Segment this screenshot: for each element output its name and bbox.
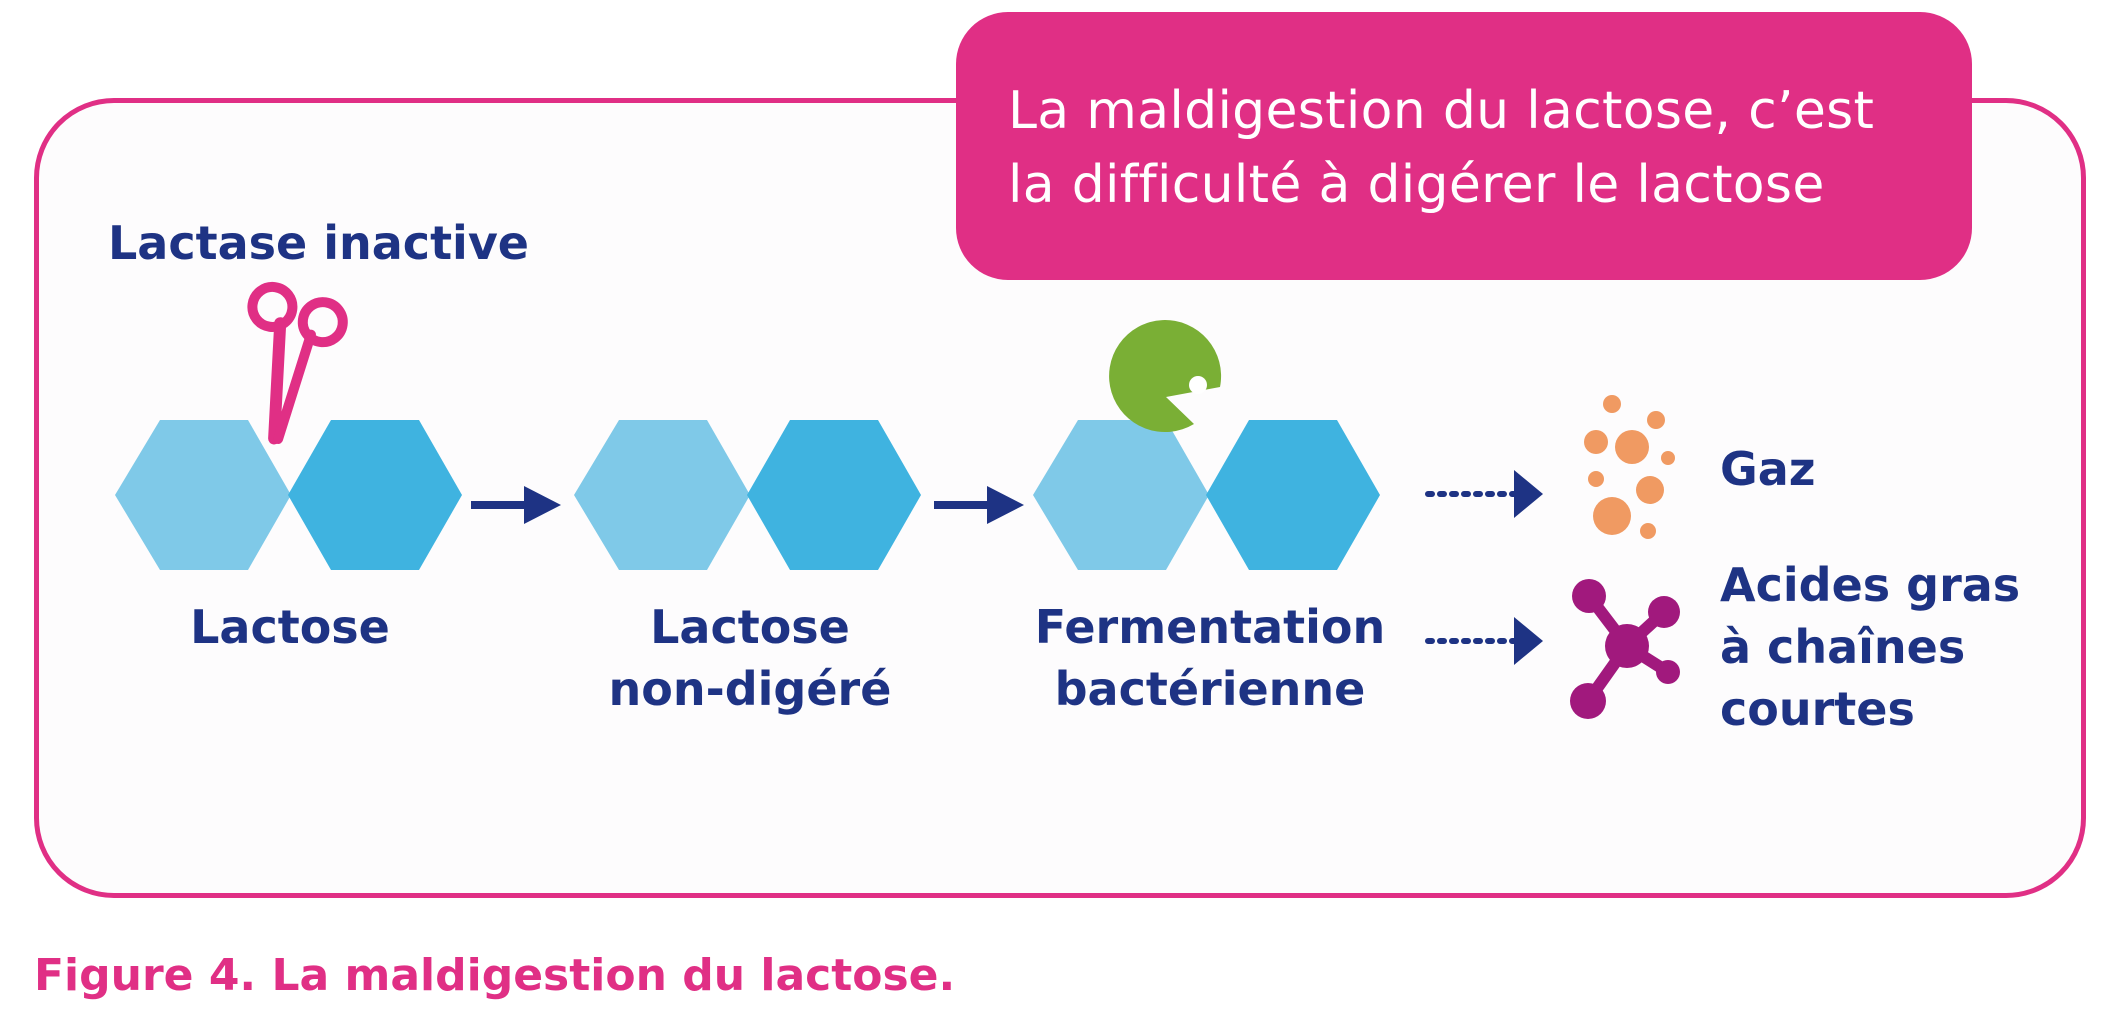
bacteria-pacman-icon xyxy=(1109,320,1222,433)
molecule-icon xyxy=(1570,579,1680,719)
galactose-hexagon xyxy=(747,420,921,570)
arrow-icon xyxy=(934,486,1024,524)
undigested-lactose-label: Lactose non-digéré xyxy=(590,596,910,720)
fermenting-lactose-molecule xyxy=(1033,420,1380,570)
dotted-arrow-icon xyxy=(1425,470,1543,518)
scfa-label: Acides gras à chaînes courtes xyxy=(1720,554,2020,740)
galactose-hexagon xyxy=(288,420,462,570)
callout-line-1: La maldigestion du lactose, c’est xyxy=(1008,81,1875,141)
scfa-label-line-3: courtes xyxy=(1720,682,1915,736)
callout-line-2: la difficulté à digérer le lactose xyxy=(1008,155,1825,215)
arrow-icon xyxy=(471,486,561,524)
scfa-label-line-2: à chaînes xyxy=(1720,620,1966,674)
galactose-hexagon xyxy=(1206,420,1380,570)
scissors-icon xyxy=(247,281,348,445)
undigested-lactose-molecule xyxy=(574,420,921,570)
definition-callout: La maldigestion du lactose, c’est la dif… xyxy=(956,12,1972,280)
fermentation-label-line-1: Fermentation xyxy=(1034,600,1386,654)
lactose-label-text: Lactose xyxy=(190,600,390,654)
undigested-label-line-1: Lactose xyxy=(650,600,850,654)
lactase-inactive-label: Lactase inactive xyxy=(108,216,530,270)
scfa-label-line-1: Acides gras xyxy=(1720,558,2021,612)
glucose-hexagon xyxy=(574,420,750,570)
fermentation-label-line-2: bactérienne xyxy=(1054,662,1366,716)
gas-bubbles-icon xyxy=(1584,395,1675,539)
fermentation-label: Fermentation bactérienne xyxy=(1020,596,1400,720)
gas-label: Gaz xyxy=(1720,442,1816,496)
undigested-label-line-2: non-digéré xyxy=(608,662,892,716)
lactose-molecule xyxy=(115,420,462,570)
dotted-arrow-icon xyxy=(1425,617,1543,665)
glucose-hexagon xyxy=(1033,420,1209,570)
figure-caption: Figure 4. La maldigestion du lactose. xyxy=(34,950,956,1001)
glucose-hexagon xyxy=(115,420,291,570)
lactose-label: Lactose xyxy=(150,596,430,658)
